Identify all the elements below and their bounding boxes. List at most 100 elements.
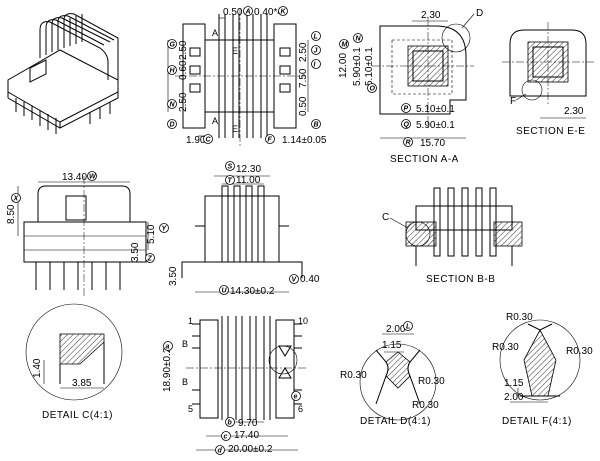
marker-d-lower: d: [218, 448, 223, 455]
section-mark-b-bottom: B: [182, 377, 188, 387]
dim-r0-30-d-left: R0.30: [340, 370, 367, 381]
dim-0-40-bf: 0.40: [300, 274, 320, 285]
front-top-view: A A E E 0.50 0.40*4 2.50 0.60 2.50 2.50 …: [167, 6, 327, 146]
dim-9-70: 9.70: [238, 418, 258, 429]
pin-label-10: 10: [298, 316, 308, 326]
marker-f: F: [268, 137, 273, 144]
bottom-view-markers: a b c d e: [163, 341, 301, 455]
marker-x: X: [13, 196, 20, 203]
marker-p: P: [404, 106, 409, 113]
marker-v: V: [292, 277, 298, 284]
dim-5-90-v: 5.90±0.1: [352, 47, 363, 86]
dim-1-40: 1.40: [32, 358, 43, 378]
dim-0-60: 0.60: [178, 60, 189, 80]
marker-e-lower: e: [294, 394, 298, 401]
dim-r0-30-d-bottom: R0.30: [412, 400, 439, 411]
dim-8-50: 8.50: [6, 204, 17, 224]
dim-1-15-d: 1.15: [382, 340, 402, 351]
section-aa-d-label: D: [476, 8, 483, 19]
dim-17-40: 17.40: [234, 430, 259, 441]
bottom-view: 1 5 6 10 B B 18.90±0.2 9.70 17.40 20.00±…: [162, 316, 308, 455]
dim-r0-30-f-top: R0.30: [506, 312, 533, 323]
detail-f-title: DETAIL F(4:1): [502, 416, 572, 427]
dim-5-10-v: 5.10±0.1: [364, 47, 375, 86]
isometric-view: [7, 13, 119, 134]
dim-2-50-right-a: 2.50: [298, 42, 309, 62]
section-bb-view: C SECTION B-B: [382, 187, 523, 285]
dim-3-50-side: 3.50: [130, 242, 141, 262]
section-ee-view: F 2.30 SECTION E-E: [502, 22, 594, 137]
marker-j: J: [314, 48, 319, 55]
iso-pins: [15, 98, 111, 134]
marker-k: K: [281, 9, 287, 16]
section-aa-markers: M N O P Q R: [339, 33, 413, 147]
dim-18-90: 18.90±0.2: [162, 347, 173, 392]
marker-c: C: [206, 137, 212, 144]
marker-t: T: [228, 178, 233, 185]
bottom-view-pin-rows: [192, 323, 302, 405]
section-mark-a-top: A: [212, 28, 218, 38]
marker-a: A: [245, 9, 251, 16]
dim-0-50: 0.50: [223, 7, 243, 18]
section-bb-c-label: C: [382, 212, 389, 223]
dim-5-10-side: 5.10: [146, 224, 157, 244]
detail-d-title: DETAIL D(4:1): [360, 416, 431, 427]
detail-f-view: R0.30 R0.30 R0.30 1.15 2.00 DETAIL F(4:1…: [492, 312, 593, 427]
marker-n-aa: N: [356, 36, 362, 43]
marker-d: D: [170, 122, 175, 129]
side-view-pins: [35, 262, 121, 290]
section-ee-title: SECTION E-E: [516, 126, 585, 137]
dim-1-14: 1.14±0.05: [282, 135, 327, 146]
section-mark-b-top: B: [182, 339, 188, 349]
marker-g: G: [170, 42, 176, 49]
dim-2-00-d: 2.00: [386, 324, 406, 335]
section-mark-a-bottom: A: [212, 116, 218, 126]
dim-2-50-left-a: 2.50: [178, 40, 189, 60]
dim-13-40: 13.40: [62, 172, 87, 183]
dim-0-50-right: 0.50: [298, 96, 309, 116]
dim-2-30-aa: 2.30: [421, 10, 441, 21]
dim-r0-30-f-left: R0.30: [492, 342, 519, 353]
dim-12-30: 12.30: [236, 164, 261, 175]
dim-2-00-f: 2.00: [504, 392, 524, 403]
dim-15-70: 15.70: [420, 138, 445, 149]
marker-u: U: [222, 288, 228, 295]
dim-r0-30-d-right: R0.30: [418, 376, 445, 387]
dim-7-50: 7.50: [298, 68, 309, 88]
dim-3-85: 3.85: [72, 378, 92, 389]
marker-h: H: [170, 68, 176, 75]
dim-2-30-ee: 2.30: [564, 106, 584, 117]
marker-m: M: [342, 42, 348, 49]
dim-2-50-left-b: 2.50: [178, 92, 189, 112]
pin-label-5: 5: [188, 404, 193, 414]
dim-3-50-bf: 3.50: [168, 266, 179, 286]
front-top-markers: A K G H N L J I D B C F: [167, 6, 321, 144]
marker-c-lower: c: [224, 434, 228, 441]
pin-label-6: 6: [298, 404, 303, 414]
dim-11-00: 11.00: [236, 175, 261, 186]
bottom-front-view: 12.30 11.00 14.30±0.2 3.50 0.40 S T U V: [168, 161, 320, 297]
marker-o: O: [370, 86, 376, 93]
section-ee-f-label: F: [510, 96, 516, 107]
bottom-front-markers: S T U V: [219, 161, 299, 295]
section-aa-title: SECTION A-A: [390, 154, 459, 165]
dim-20-00: 20.00±0.2: [228, 444, 273, 455]
marker-i: I: [314, 62, 317, 69]
marker-q: Q: [404, 122, 410, 129]
dim-0-40x4: 0.40*4: [254, 7, 283, 18]
section-mark-e-bottom: E: [232, 124, 238, 134]
marker-z: Z: [147, 256, 153, 263]
marker-l: L: [314, 34, 318, 41]
marker-n: N: [170, 102, 176, 109]
detail-d-view: 2.00 1.15 R0.30 R0.30 R0.30 L DETAIL D(4…: [340, 321, 445, 427]
section-mark-e-top: E: [232, 46, 238, 56]
dim-r0-30-f-right: R0.30: [566, 346, 593, 357]
section-bb-ribs: [433, 187, 497, 257]
dim-1-15-f: 1.15: [504, 378, 524, 389]
marker-w: W: [89, 174, 97, 181]
dim-1-90: 1.90: [186, 135, 206, 146]
marker-s: S: [228, 164, 233, 171]
dim-5-90-h: 5.90±0.1: [416, 120, 455, 131]
section-aa-view: D 2.30 12.00 5.90±0.1 5.10±0.1 5.10±0.1 …: [338, 8, 483, 165]
